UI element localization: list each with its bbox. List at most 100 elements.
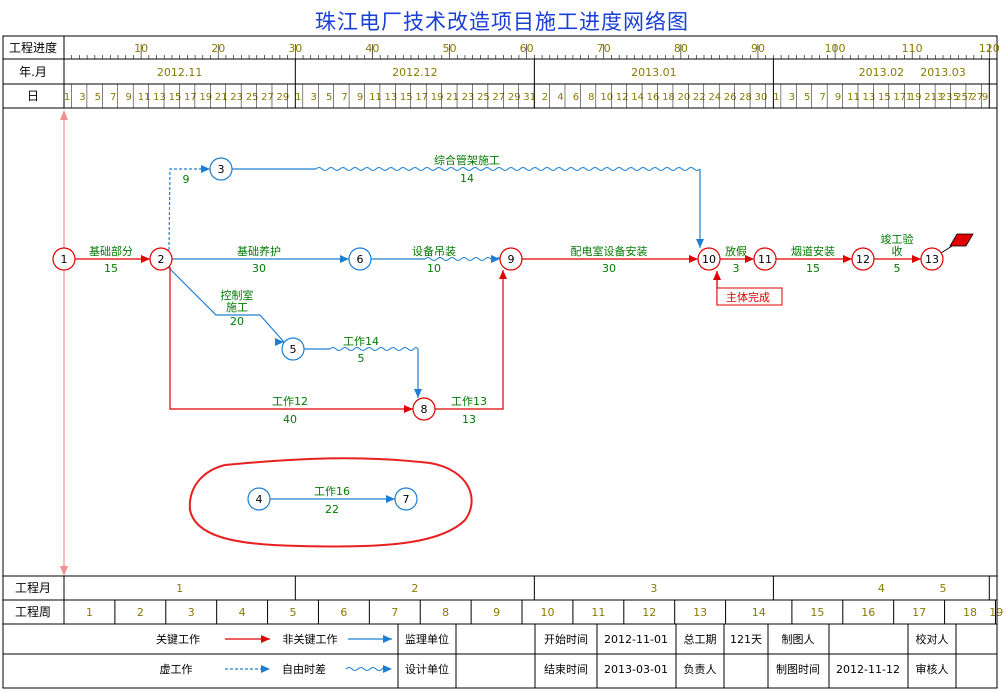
arrow-3-10-down-head	[696, 239, 704, 248]
task-duration: 40	[283, 413, 297, 426]
day-label: 9	[835, 92, 841, 103]
day-label: 22	[693, 92, 706, 103]
info-manager-label: 负责人	[684, 662, 717, 676]
day-label: 20	[677, 92, 690, 103]
task-duration: 20	[230, 315, 244, 328]
arrow-8-9	[435, 270, 504, 410]
month-label: 2012.12	[392, 66, 438, 79]
arrow-2-5	[167, 266, 285, 343]
footer-week-label: 工程周	[15, 604, 51, 619]
day-label: 15	[169, 92, 182, 103]
progress-tick-label: 30	[288, 42, 302, 55]
node-label: 10	[702, 253, 716, 266]
task-duration: 30	[602, 262, 616, 275]
arrow-2-3-dummy-head	[201, 165, 210, 173]
info-total-label: 总工期	[684, 632, 717, 646]
arrow-2-8-head	[404, 405, 413, 413]
day-label: 29	[277, 92, 290, 103]
day-label: 5	[804, 92, 810, 103]
arrow-1-2-head	[141, 255, 150, 263]
arrow-4-7-head	[386, 495, 395, 503]
info-drawer-label: 制图人	[782, 633, 815, 646]
highlight-ellipse	[188, 457, 473, 548]
node-label: 6	[357, 253, 364, 266]
arrow-2-6-head	[340, 255, 349, 263]
day-label: 18	[662, 92, 675, 103]
day-label: 4	[557, 92, 563, 103]
day-label: 21	[924, 92, 937, 103]
finish-flag-icon	[949, 233, 974, 247]
footer-week-value: 9	[493, 606, 500, 619]
node-circle	[52, 247, 76, 271]
milestone-box	[716, 287, 783, 306]
arrow-2-3-dummy	[168, 168, 210, 251]
footer-week-value: 10	[540, 606, 554, 619]
node-circle	[281, 337, 305, 361]
day-label: 16	[647, 92, 660, 103]
day-label: 27	[261, 92, 274, 103]
day-label: 9	[357, 92, 363, 103]
node-label: 11	[758, 253, 772, 266]
task-name: 基础养护	[237, 244, 281, 258]
footer-month-value: 4	[878, 582, 885, 595]
info-reviewer-label: 审核人	[916, 662, 949, 676]
arrow-2-8	[169, 267, 413, 410]
node-label: 9	[508, 253, 515, 266]
node-circle	[499, 247, 523, 271]
day-label: 19	[199, 92, 212, 103]
day-label: 25	[246, 92, 259, 103]
day-label: 6	[573, 92, 579, 103]
arrow-6-9-head	[491, 255, 500, 263]
month-label: 2012.11	[157, 66, 203, 79]
footer-week-value: 3	[188, 606, 195, 619]
day-label: 13	[153, 92, 166, 103]
node-label: 5	[290, 343, 297, 356]
footer-week-value: 8	[442, 606, 449, 619]
day-label: 17	[415, 92, 428, 103]
task-name: 配电室设备安装	[571, 244, 648, 258]
day-label: 5	[953, 92, 959, 103]
legend-freefloat-head	[383, 665, 392, 673]
footer-week-value: 11	[591, 606, 605, 619]
task-name: 施工	[226, 301, 248, 314]
task-name: 竣工验	[881, 232, 914, 246]
progress-tick-label: 80	[674, 42, 688, 55]
day-label: 21	[446, 92, 459, 103]
day-label: 2	[542, 92, 548, 103]
day-label: 28	[739, 92, 752, 103]
node-label: 8	[421, 403, 428, 416]
progress-tick-label: 50	[443, 42, 457, 55]
day-label: 23	[940, 92, 953, 103]
task-duration: 14	[460, 172, 474, 185]
progress-tick-label: 120	[979, 42, 1000, 55]
legend-freefloat-label: 自由时差	[282, 662, 326, 676]
month-label: 2013.03	[920, 66, 966, 79]
header-day-label: 日	[27, 89, 39, 103]
task-duration: 30	[252, 262, 266, 275]
node-circle	[753, 247, 777, 271]
day-label: 3	[79, 92, 85, 103]
info-design-label: 设计单位	[405, 662, 449, 676]
task-duration: 10	[427, 262, 441, 275]
node-circle	[247, 487, 271, 511]
day-label: 1	[64, 92, 70, 103]
day-label: 17	[893, 92, 906, 103]
footer-week-value: 2	[137, 606, 144, 619]
footer-month-value: 5	[940, 582, 947, 595]
day-label: 13	[384, 92, 397, 103]
day-label: 11	[138, 92, 151, 103]
node-circle	[209, 157, 233, 181]
task-duration: 9	[183, 173, 190, 186]
day-label: 31	[523, 92, 536, 103]
arrow-2-5-head	[275, 338, 284, 346]
node-label: 7	[403, 493, 410, 506]
info-supervisor-label: 监理单位	[405, 632, 449, 646]
legend-dummy-label: 虚工作	[160, 663, 193, 676]
milestone-label: 主体完成	[726, 290, 770, 304]
footer-week-value: 16	[861, 606, 875, 619]
arrow-12-13-head	[912, 255, 921, 263]
footer-month-value: 2	[411, 582, 418, 595]
legend-noncritical-label: 非关键工作	[283, 632, 338, 646]
day-label: 7	[110, 92, 116, 103]
